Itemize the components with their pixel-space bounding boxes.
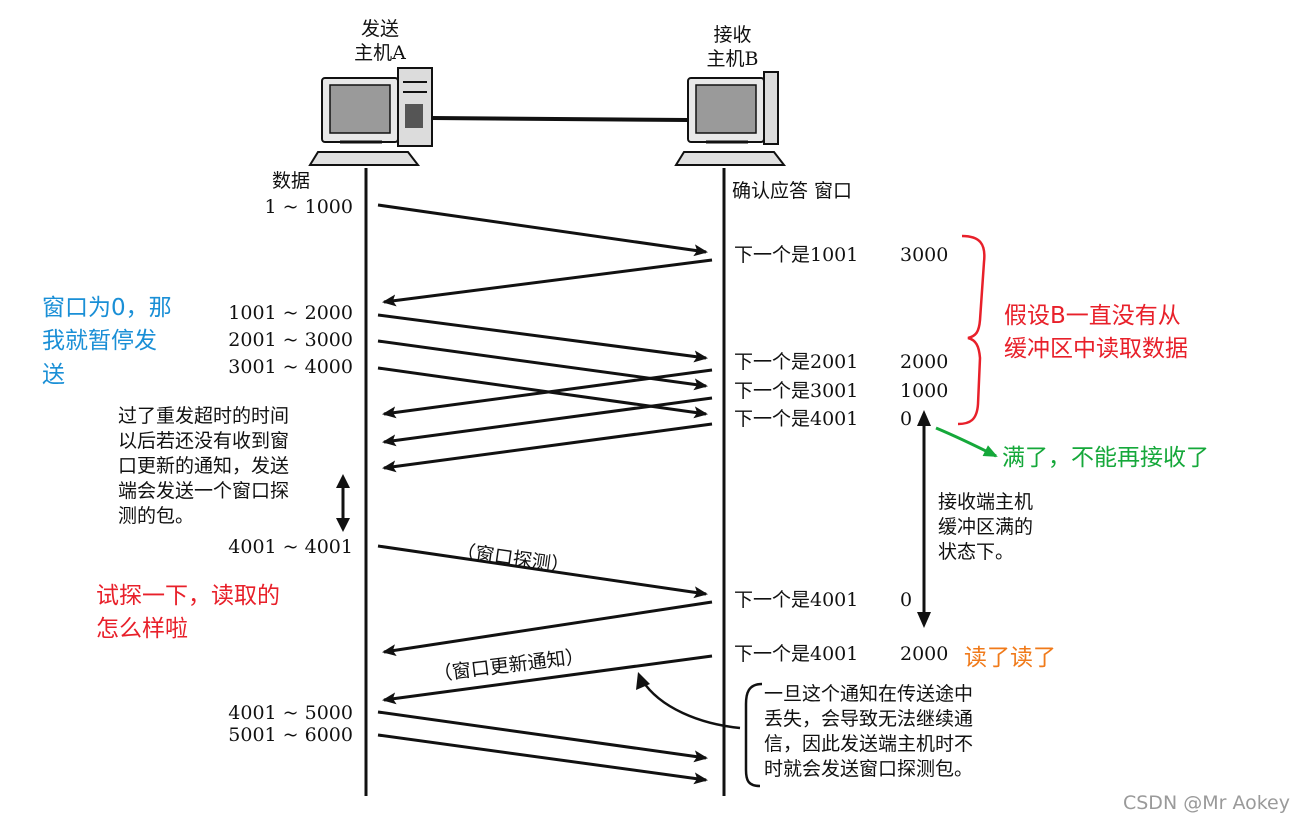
network-link <box>431 116 689 122</box>
annotation-blue-line: 送 <box>42 361 65 388</box>
annotation-red-line: 缓冲区中读取数据 <box>1004 336 1188 363</box>
lost-note-line: 丢失，会导致无法继续通 <box>764 708 974 730</box>
segment-label: 2001 ~ 3000 <box>228 329 353 351</box>
ack-window: 3000 <box>900 244 949 266</box>
lost-note-line: 一旦这个通知在传送途中 <box>764 683 974 705</box>
probe-arrow <box>377 544 708 599</box>
sender-label-line1: 发送 <box>360 18 399 40</box>
ack-text: 下一个是4001 <box>734 643 859 665</box>
segment-label: 4001 ~ 5000 <box>228 702 353 724</box>
segment-label: 5001 ~ 6000 <box>228 724 353 746</box>
ack-window: 0 <box>900 408 913 430</box>
red-brace <box>957 234 986 426</box>
sender-computer-icon <box>308 67 433 166</box>
annotation-green: 满了，不能再接收了 <box>1002 445 1209 471</box>
timeout-note: 过了重发超时的时间 以后若还没有收到窗 口更新的通知，发送 端会发送一个窗口探 … <box>118 404 289 529</box>
buffer-full-note-line: 缓冲区满的 <box>938 516 1034 538</box>
segment-arrow <box>377 313 708 363</box>
ack-text: 下一个是4001 <box>734 589 859 611</box>
segment-arrow <box>377 710 708 763</box>
annotation-orange: 读了读了 <box>964 645 1056 671</box>
ack-window: 2000 <box>900 643 949 665</box>
segment-arrow <box>377 203 708 257</box>
timeout-note-line: 过了重发超时的时间 <box>118 405 290 427</box>
ack-window-header: 确认应答 窗口 <box>732 180 853 202</box>
annotation-blue-line: 我就暂停发 <box>42 328 157 355</box>
annotation-blue-line: 窗口为0，那 <box>42 295 172 321</box>
buffer-full-note-line: 状态下。 <box>938 541 1015 563</box>
buffer-full-note: 接收端主机 缓冲区满的 状态下。 <box>938 490 1033 565</box>
ack-text: 下一个是4001 <box>734 408 859 430</box>
annotation-blue: 窗口为0，那 我就暂停发 送 <box>42 292 172 392</box>
timeout-note-line: 以后若还没有收到窗 <box>118 430 290 452</box>
lost-note-line: 信，因此发送端主机时不 <box>764 733 974 755</box>
ack-text: 下一个是2001 <box>734 351 859 373</box>
annotation-red-top: 假设B一直没有从 缓冲区中读取数据 <box>1004 300 1188 367</box>
segment-label: 1 ~ 1000 <box>264 196 353 218</box>
timeout-note-line: 端会发送一个窗口探 <box>118 480 290 502</box>
segment-label: 3001 ~ 4000 <box>228 356 353 378</box>
ack-arrow <box>382 258 713 307</box>
ack-arrow <box>382 396 713 447</box>
ack-arrow <box>382 422 713 473</box>
data-header: 数据 <box>272 170 311 192</box>
sender-host-label: 发送 主机A <box>350 18 410 66</box>
lost-notice-note: 一旦这个通知在传送途中 丢失，会导致无法继续通 信，因此发送端主机时不 时就会发… <box>764 682 973 782</box>
ack-window: 2000 <box>900 351 949 373</box>
receiver-host-label: 接收 主机B <box>695 24 770 72</box>
timeout-note-line: 测的包。 <box>118 505 195 527</box>
annotation-red-bottom: 试探一下，读取的 怎么样啦 <box>96 580 280 647</box>
timeout-interval-arrow <box>336 474 350 532</box>
lost-note-bracket <box>744 682 763 788</box>
ack-window: 0 <box>900 589 913 611</box>
segment-label: 4001 ~ 4001 <box>228 536 353 558</box>
segment-arrow <box>377 339 708 391</box>
ack-arrow <box>382 368 713 419</box>
lost-notice-pointer-arrow <box>640 679 741 730</box>
segment-label: 1001 ~ 2000 <box>228 302 353 324</box>
ack-window: 1000 <box>900 380 949 402</box>
sender-label-line2: 主机A <box>354 41 406 64</box>
watermark: CSDN @Mr Aokey <box>1122 792 1290 814</box>
segment-arrow <box>377 733 708 785</box>
receiver-label-line1: 接收 <box>713 24 752 46</box>
ack-text: 下一个是3001 <box>734 380 859 402</box>
lost-note-line: 时就会发送窗口探测包。 <box>764 758 974 780</box>
buffer-full-note-line: 接收端主机 <box>938 491 1034 513</box>
receiver-computer-icon <box>674 71 787 166</box>
receiver-label-line2: 主机B <box>706 47 759 70</box>
annotation-red-line: 试探一下，读取的 <box>96 583 280 609</box>
buffer-full-interval-arrow <box>917 410 931 628</box>
annotation-red-line: 怎么样啦 <box>96 616 188 643</box>
window-update-arrow <box>382 654 713 705</box>
timeout-note-line: 口更新的通知，发送 <box>118 455 290 477</box>
ack-arrow <box>382 600 713 657</box>
green-arrow <box>935 426 998 458</box>
annotation-red-line: 假设B一直没有从 <box>1004 303 1181 329</box>
ack-text: 下一个是1001 <box>734 244 859 266</box>
